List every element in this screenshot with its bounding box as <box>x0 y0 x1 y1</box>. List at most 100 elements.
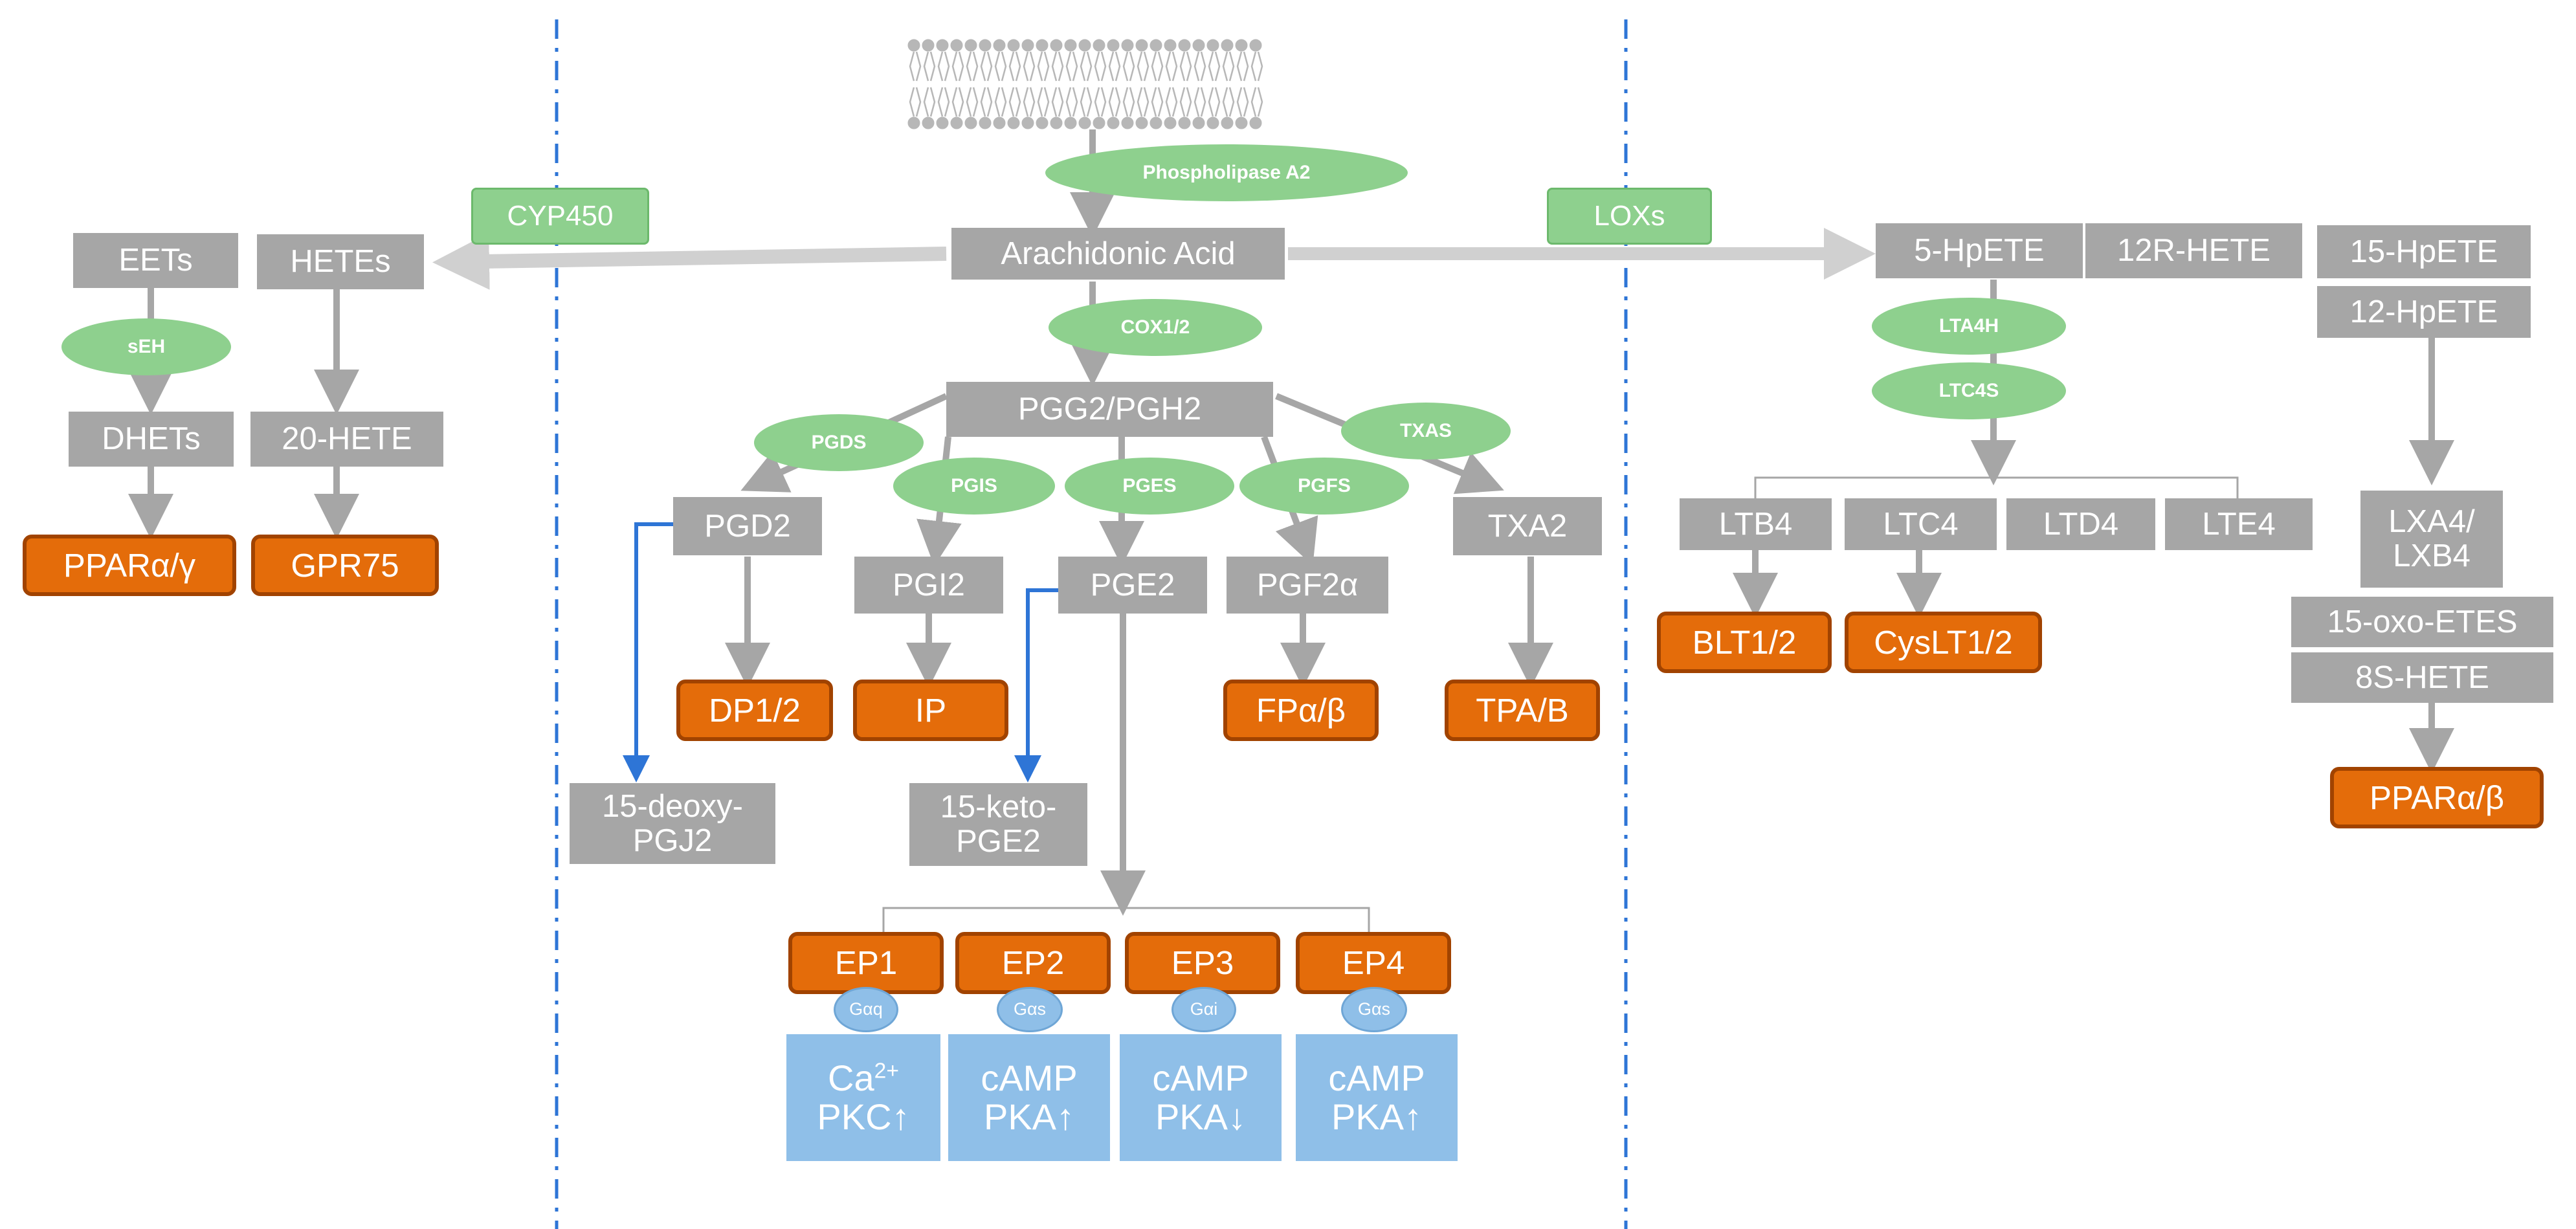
node-15-keto-pge2-line1: 15-keto- <box>940 790 1057 825</box>
node-eets: EETs <box>73 233 238 288</box>
node-pge2: PGE2 <box>1058 557 1207 614</box>
lipid-head <box>1107 39 1120 52</box>
signal-ep1-superscript: 2+ <box>874 1058 899 1083</box>
node-ltc4: LTC4 <box>1845 498 1997 550</box>
signal-ep3-line1: cAMP <box>1152 1057 1249 1098</box>
receptor-gpr75: GPR75 <box>251 535 439 596</box>
lipid-tail <box>1236 87 1249 117</box>
lipid-head <box>964 116 977 129</box>
signal-ep4-line1: cAMP <box>1328 1057 1425 1098</box>
lipid-tail <box>1194 87 1206 117</box>
lipid-tail <box>1222 87 1235 117</box>
receptor-blt12: BLT1/2 <box>1657 612 1832 673</box>
lipid-tail <box>1250 51 1263 82</box>
lipid-head <box>922 116 935 129</box>
signal-ep1: Ca2+ PKC↑ <box>786 1034 940 1161</box>
lipid-head <box>1036 116 1049 129</box>
signal-ep4: cAMP PKA↑ <box>1296 1034 1458 1161</box>
enzyme-loxs: LOXs <box>1547 188 1712 245</box>
enzyme-pgds: PGDS <box>754 414 924 471</box>
node-8s-hete: 8S-HETE <box>2291 652 2553 703</box>
receptor-ppar-alpha-gamma: PPARα/γ <box>23 535 236 596</box>
node-lxa4-line2: LXB4 <box>2393 538 2471 573</box>
lipid-head <box>907 116 920 129</box>
lipid-head <box>1149 39 1162 52</box>
signal-ep1-line1: Ca2+ <box>828 1057 899 1098</box>
lipid-tail <box>1023 87 1036 117</box>
lipid-tail <box>951 51 964 82</box>
node-arachidonic-acid: Arachidonic Acid <box>951 228 1285 280</box>
lipid-head <box>1206 116 1219 129</box>
lipid-head <box>1235 116 1248 129</box>
lipid-tail <box>1108 87 1121 117</box>
lipid-head <box>1206 39 1219 52</box>
enzyme-ltc4s: LTC4S <box>1872 362 2066 419</box>
lipid-head <box>1249 39 1262 52</box>
lipid-tail <box>966 51 979 82</box>
lipid-head <box>993 116 1006 129</box>
lipid-tail <box>980 87 993 117</box>
node-ltd4: LTD4 <box>2006 498 2155 550</box>
lipid-tail <box>1080 87 1093 117</box>
lipid-head <box>1036 39 1049 52</box>
node-20-hete: 20-HETE <box>250 412 443 467</box>
lipid-head <box>1192 116 1205 129</box>
lipid-head <box>1135 39 1148 52</box>
receptor-cyslt12: CysLT1/2 <box>1845 612 2042 673</box>
lipid-tail <box>1122 51 1135 82</box>
node-12r-hete: 12R-HETE <box>2085 223 2302 278</box>
lipid-tail <box>1137 87 1149 117</box>
signal-ep3-line2: PKA↓ <box>1155 1096 1247 1137</box>
node-12-hpete: 12-HpETE <box>2317 286 2531 338</box>
lipid-head <box>1135 116 1148 129</box>
lipid-head <box>1021 39 1034 52</box>
lipid-tail <box>1250 87 1263 117</box>
node-15-keto-pge2: 15-keto- PGE2 <box>909 783 1087 866</box>
lipid-head <box>1178 39 1191 52</box>
lipid-head <box>950 116 963 129</box>
receptor-ppar-alpha-beta: PPARα/β <box>2330 767 2544 828</box>
lipid-tail <box>1051 87 1064 117</box>
node-15-hpete: 15-HpETE <box>2317 225 2531 278</box>
lipid-tail <box>966 87 979 117</box>
node-pgd2: PGD2 <box>673 497 822 555</box>
enzyme-cyp450: CYP450 <box>471 188 649 245</box>
enzyme-seh: sEH <box>61 318 231 375</box>
signal-ep3: cAMP PKA↓ <box>1120 1034 1282 1161</box>
gprotein-ep1: Gαq <box>834 987 898 1032</box>
lipid-tail <box>1037 51 1050 82</box>
lipid-head <box>993 39 1006 52</box>
lipid-tail <box>1137 51 1149 82</box>
node-pgi2: PGI2 <box>854 557 1003 614</box>
lipid-head <box>1007 39 1020 52</box>
node-15-deoxy-pgj2-line1: 15-deoxy- <box>602 788 743 824</box>
receptor-fp-alpha-beta: FPα/β <box>1223 680 1379 741</box>
lipid-tail <box>1165 51 1178 82</box>
lipid-tail <box>1179 87 1192 117</box>
receptor-ep1: EP1 <box>788 932 944 994</box>
signal-ep2-line1: cAMP <box>981 1057 1078 1098</box>
lipid-tail <box>923 87 936 117</box>
arrow-pge2-ketope2 <box>1014 588 1061 782</box>
lipid-tail <box>1094 51 1107 82</box>
node-lte4: LTE4 <box>2165 498 2313 550</box>
receptor-dp12: DP1/2 <box>676 680 833 741</box>
lipid-head <box>1178 116 1191 129</box>
branch-lt <box>1754 476 2239 498</box>
enzyme-pgis: PGIS <box>893 458 1055 515</box>
lipid-head <box>1007 116 1020 129</box>
lipid-head <box>1021 116 1034 129</box>
lipid-head <box>1221 116 1234 129</box>
node-dhets: DHETs <box>69 412 234 467</box>
node-hetes: HETEs <box>257 234 424 289</box>
lipid-tail <box>1037 87 1050 117</box>
enzyme-cox12: COX1/2 <box>1049 299 1262 356</box>
lipid-tail <box>980 51 993 82</box>
lipid-tail <box>1222 51 1235 82</box>
lipid-head <box>979 39 992 52</box>
lipid-tail <box>1122 87 1135 117</box>
lipid-head <box>1164 116 1177 129</box>
lipid-tail <box>1208 51 1221 82</box>
gprotein-ep3: Gαi <box>1171 987 1236 1032</box>
